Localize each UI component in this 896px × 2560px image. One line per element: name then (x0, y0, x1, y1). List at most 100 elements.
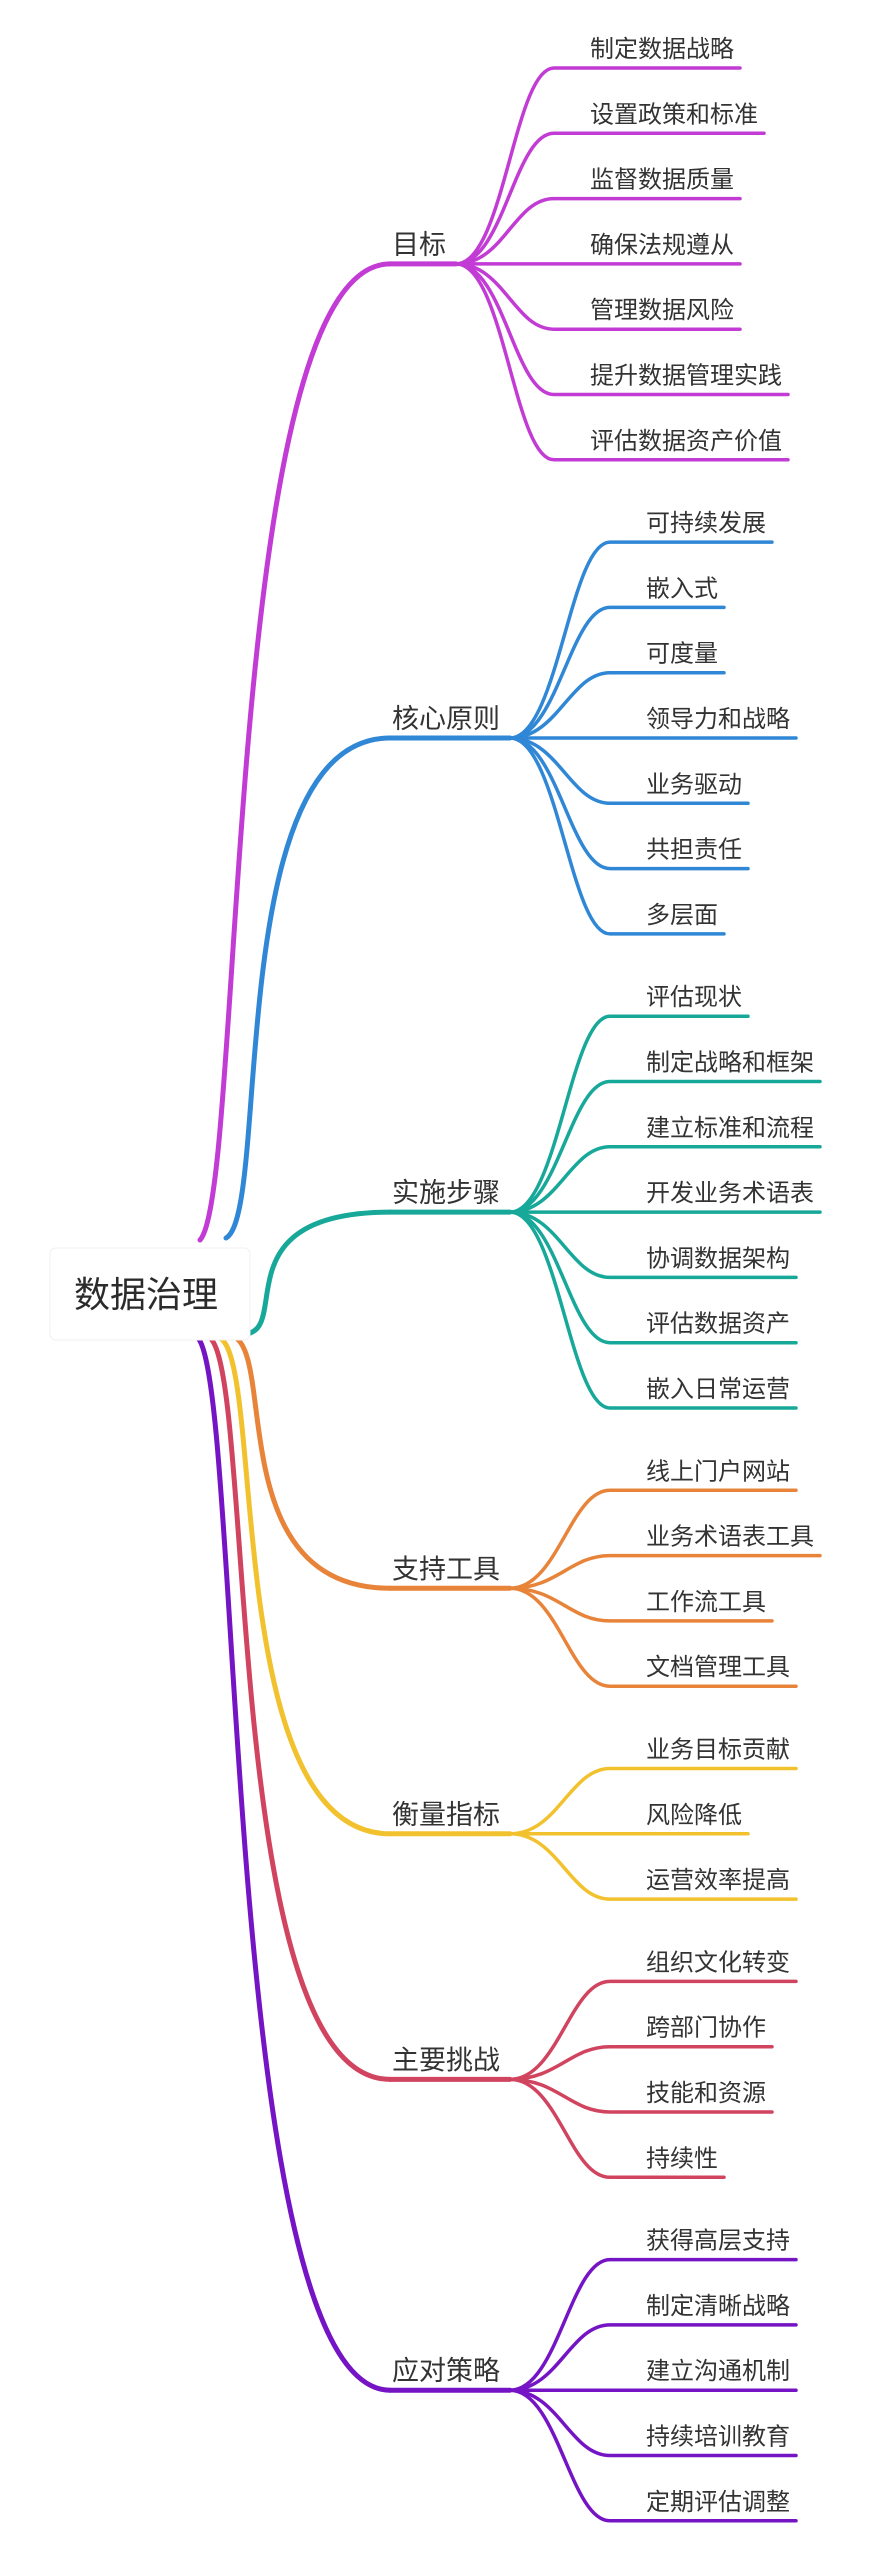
branch-3-leaf-node[interactable]: 协调数据架构 (646, 1244, 790, 1272)
branch-2-label: 核心原则 (392, 704, 500, 735)
branch-3-leaf-label: 评估数据资产 (646, 1310, 790, 1338)
branch-6-leaf-connector (508, 2077, 774, 2114)
branch-1-leaf-label: 管理数据风险 (590, 296, 734, 324)
branch-4-node[interactable]: 支持工具 (392, 1554, 500, 1585)
root-node[interactable]: 数据治理 (49, 1247, 251, 1341)
branch-4-leaf-node[interactable]: 文档管理工具 (646, 1653, 790, 1681)
branch-7-leaf-connector (508, 2388, 798, 2458)
branch-1-leaf-node[interactable]: 确保法规遵从 (590, 231, 734, 259)
branch-6-connector (207, 1335, 393, 2082)
branch-1-leaf-label: 确保法规遵从 (590, 231, 734, 259)
branch-1-node[interactable]: 目标 (392, 230, 446, 261)
branch-2-leaf-connector (508, 736, 750, 806)
branch-2-node[interactable]: 核心原则 (392, 704, 500, 735)
branch-7-leaf-connector (508, 2388, 798, 2523)
branch-7-leaf-node[interactable]: 持续培训教育 (646, 2423, 790, 2451)
branch-4-leaf-label: 业务术语表工具 (646, 1523, 814, 1551)
branch-4-leaf-label: 线上门户网站 (646, 1457, 790, 1485)
branch-3-leaf-node[interactable]: 制定战略和框架 (646, 1049, 814, 1077)
branch-4-label: 支持工具 (392, 1554, 500, 1585)
branch-4-leaf-connector (508, 1553, 822, 1590)
branch-1-leaf-connector (454, 262, 742, 331)
branch-7-leaf-label: 持续培训教育 (646, 2423, 790, 2451)
branch-6-node[interactable]: 主要挑战 (392, 2045, 500, 2076)
branch-2-leaf-node[interactable]: 业务驱动 (646, 770, 742, 798)
branch-6-leaf-node[interactable]: 跨部门协作 (646, 2014, 766, 2042)
branch-6-leaf-label: 跨部门协作 (646, 2014, 766, 2042)
branch-2-leaf-connector (508, 670, 726, 740)
branch-3-node[interactable]: 实施步骤 (392, 1178, 500, 1209)
branch-2-leaf-node[interactable]: 共担责任 (646, 836, 742, 864)
branch-4-leaf-node[interactable]: 业务术语表工具 (646, 1523, 814, 1551)
branch-7-leaf-connector (508, 2257, 798, 2392)
branch-2-leaf-connector (508, 736, 726, 936)
branch-6-leaf-node[interactable]: 组织文化转变 (646, 1948, 790, 1976)
branch-4-leaf-connector (508, 1586, 798, 1688)
branch-4-connector (229, 1333, 393, 1591)
branch-7-label: 应对策略 (392, 2356, 500, 2387)
branch-1-leaf-label: 设置政策和标准 (590, 100, 758, 128)
branch-7-leaf-node[interactable]: 制定清晰战略 (646, 2292, 790, 2320)
branch-5-node[interactable]: 衡量指标 (392, 1800, 500, 1831)
branch-1-leaf-node[interactable]: 监督数据质量 (590, 166, 734, 194)
branch-5-leaf-label: 风险降低 (646, 1801, 742, 1829)
branch-2-leaf-label: 业务驱动 (646, 770, 742, 798)
branch-2-leaf-node[interactable]: 多层面 (646, 901, 718, 929)
branch-3-leaf-connector (508, 1014, 750, 1214)
branch-6-leaf-node[interactable]: 持续性 (646, 2144, 718, 2172)
branch-3-leaf-connector (508, 1210, 798, 1410)
branch-1-leaf-node[interactable]: 管理数据风险 (590, 296, 734, 324)
branch-3-leaf-label: 建立标准和流程 (646, 1114, 814, 1142)
branch-7-node[interactable]: 应对策略 (392, 2356, 500, 2387)
branch-7-leaf-node[interactable]: 定期评估调整 (646, 2488, 790, 2516)
branch-7-leaf-label: 制定清晰战略 (646, 2292, 790, 2320)
branch-4-leaf-label: 工作流工具 (646, 1588, 766, 1616)
branch-2-leaf-connector (508, 736, 750, 871)
branch-6-leaf-node[interactable]: 技能和资源 (646, 2079, 766, 2107)
branch-6-leaf-connector (508, 2077, 726, 2180)
branch-2-leaf-node[interactable]: 嵌入式 (646, 574, 718, 602)
branch-5-leaf-connector (508, 1766, 798, 1836)
branch-3-leaf-node[interactable]: 开发业务术语表 (646, 1179, 814, 1207)
branch-2-leaf-node[interactable]: 领导力和战略 (646, 705, 790, 733)
branch-6-leaf-connector (508, 2044, 774, 2082)
branch-1-leaf-node[interactable]: 制定数据战略 (590, 35, 734, 63)
branch-3-leaf-node[interactable]: 建立标准和流程 (646, 1114, 814, 1142)
branch-1-label: 目标 (392, 230, 446, 261)
branch-4-leaf-connector (508, 1488, 798, 1590)
branch-4-leaf-node[interactable]: 线上门户网站 (646, 1457, 790, 1485)
branch-1-leaf-node[interactable]: 提升数据管理实践 (590, 362, 782, 390)
branch-1-leaf-node[interactable]: 评估数据资产价值 (590, 427, 782, 455)
branch-5-leaf-node[interactable]: 风险降低 (646, 1801, 742, 1829)
branch-3-leaf-label: 嵌入日常运营 (646, 1375, 790, 1403)
branch-6-label: 主要挑战 (392, 2045, 500, 2076)
mindmap-edges (195, 66, 822, 2523)
branch-7-leaf-node[interactable]: 获得高层支持 (646, 2227, 790, 2255)
branch-1-leaf-connector (454, 196, 742, 266)
branch-2-leaf-label: 领导力和战略 (646, 705, 790, 733)
root-node-label: 数据治理 (74, 1275, 218, 1316)
branch-3-leaf-label: 评估现状 (646, 983, 742, 1011)
branch-5-leaf-node[interactable]: 运营效率提高 (646, 1866, 790, 1894)
branch-3-leaf-node[interactable]: 评估现状 (646, 983, 742, 1011)
branch-3-leaf-label: 协调数据架构 (646, 1244, 790, 1272)
branch-7-leaf-node[interactable]: 建立沟通机制 (646, 2357, 790, 2385)
branch-1-leaf-connector (454, 262, 790, 397)
branch-3-leaf-node[interactable]: 嵌入日常运营 (646, 1375, 790, 1403)
mindmap-nodes: 数据治理 目标 制定数据战略设置政策和标准监督数据质量确保法规遵从管理数据风险提升… (49, 35, 814, 2516)
branch-4-leaf-node[interactable]: 工作流工具 (646, 1588, 766, 1616)
branch-2-leaf-label: 可度量 (646, 640, 718, 668)
branch-5-leaf-node[interactable]: 业务目标贡献 (646, 1736, 790, 1764)
branch-4-leaf-label: 文档管理工具 (646, 1653, 790, 1681)
branch-2-leaf-label: 多层面 (646, 901, 718, 929)
branch-2-leaf-node[interactable]: 可持续发展 (646, 509, 766, 537)
branch-7-leaf-label: 获得高层支持 (646, 2227, 790, 2255)
branch-3-leaf-node[interactable]: 评估数据资产 (646, 1310, 790, 1338)
branch-2-leaf-node[interactable]: 可度量 (646, 640, 718, 668)
branch-1-leaf-connector (454, 262, 790, 462)
branch-1-leaf-node[interactable]: 设置政策和标准 (590, 100, 758, 128)
branch-5-leaf-label: 运营效率提高 (646, 1866, 790, 1894)
branch-5-leaf-connector (508, 1832, 798, 1901)
branch-1-leaf-connector (454, 131, 766, 266)
